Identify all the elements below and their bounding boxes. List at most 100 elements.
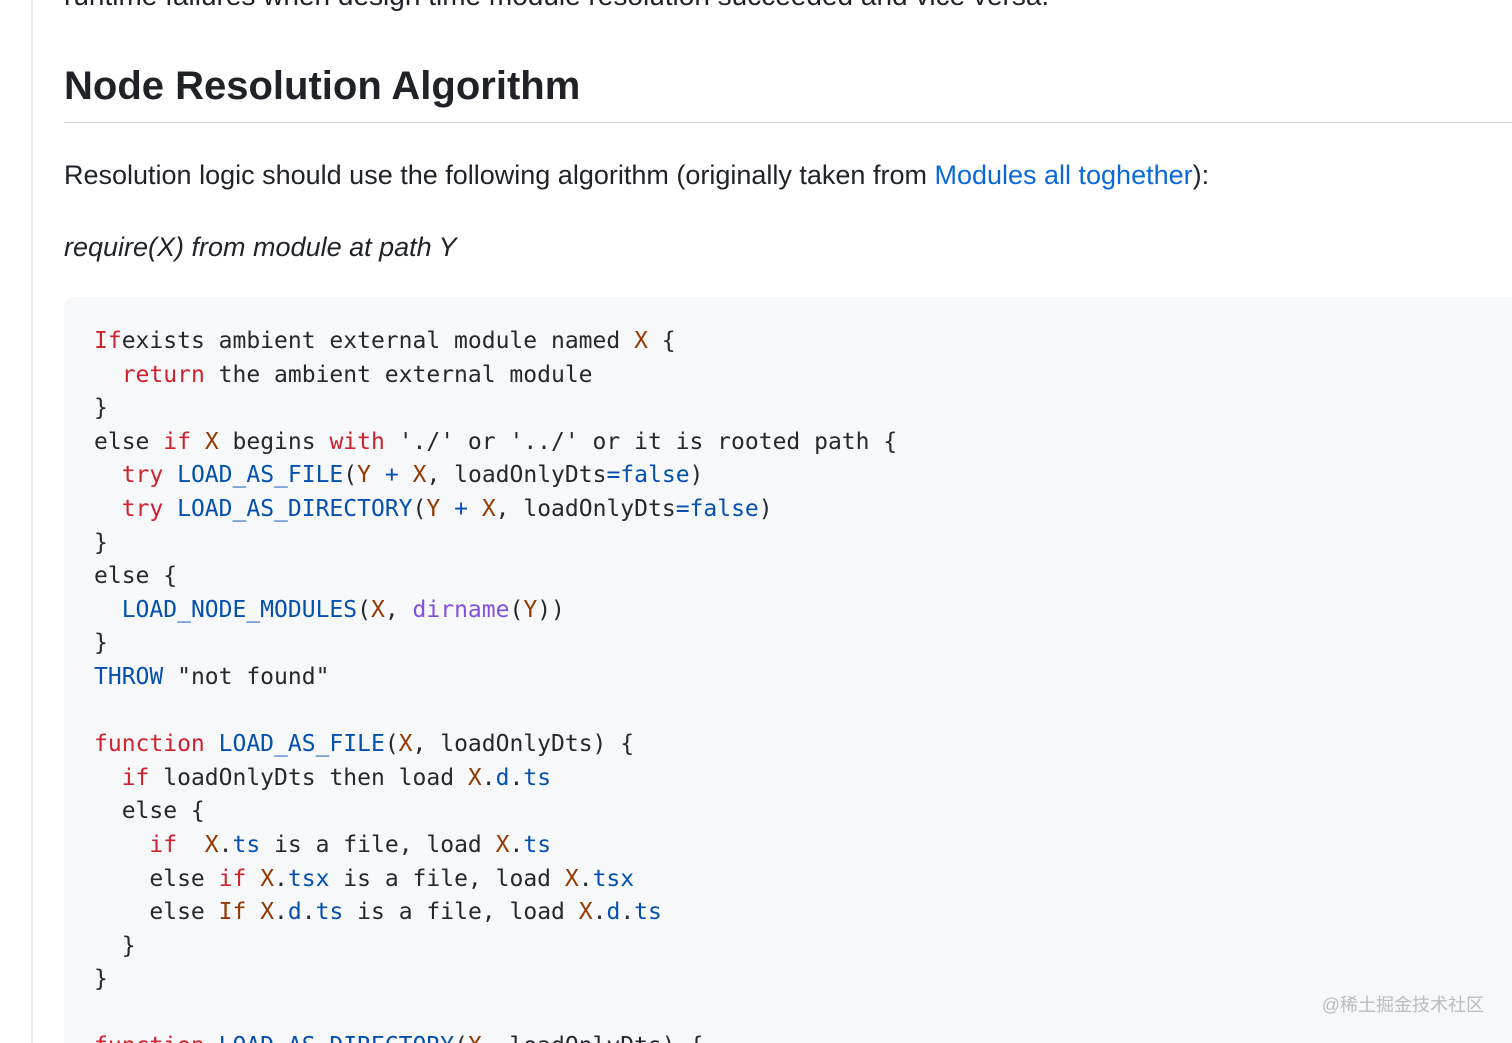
code-token: X	[412, 462, 427, 489]
code-token: function	[94, 731, 205, 758]
code-line: }	[94, 963, 897, 997]
code-line: if loadOnlyDts then load X.d.ts	[94, 762, 897, 796]
code-line: }	[94, 627, 897, 661]
code-token: .	[578, 865, 593, 892]
code-line: else if X.tsx is a file, load X.tsx	[94, 863, 897, 897]
code-token: )	[689, 462, 704, 489]
section-heading: Node Resolution Algorithm	[64, 64, 581, 108]
code-token: If	[218, 899, 247, 926]
code-token: =false	[606, 462, 690, 489]
code-token	[94, 362, 122, 388]
code-token: (	[454, 1033, 468, 1043]
code-token: X	[578, 899, 593, 926]
code-token: }	[94, 966, 108, 993]
code-token: else	[94, 428, 164, 455]
code-token	[163, 462, 177, 488]
code-line: function LOAD_AS_DIRECTORY(X, loadOnlyDt…	[94, 1030, 897, 1043]
modules-all-together-link[interactable]: Modules all toghether	[934, 160, 1193, 190]
code-token: begins	[218, 428, 330, 455]
code-line: else If X.d.ts is a file, load X.d.ts	[94, 896, 897, 930]
code-token: else	[94, 899, 219, 926]
code-content: Ifexists ambient external module named X…	[94, 325, 897, 1043]
code-token: else {	[94, 798, 205, 825]
code-token: X	[204, 428, 219, 455]
code-token: (	[384, 731, 399, 758]
code-token: Y	[523, 596, 538, 623]
code-line: try LOAD_AS_FILE(Y + X, loadOnlyDts=fals…	[94, 459, 897, 493]
code-line: ​	[94, 695, 897, 729]
code-token	[94, 462, 122, 488]
code-token: X	[634, 328, 648, 354]
code-token	[94, 496, 122, 522]
intro-text-after-link: ):	[1192, 160, 1210, 190]
code-token: if	[163, 428, 191, 455]
code-line: function LOAD_AS_FILE(X, loadOnlyDts) {	[94, 728, 897, 762]
code-token: }	[94, 932, 136, 959]
code-line: else {	[94, 560, 897, 594]
code-token: LOAD_AS_DIRECTORY	[177, 495, 413, 522]
intro-paragraph: Resolution logic should use the followin…	[64, 157, 1209, 193]
code-token: .	[274, 865, 288, 892]
code-token: ))	[537, 596, 565, 623]
code-token: +	[384, 462, 399, 489]
code-token	[371, 462, 385, 488]
code-token	[246, 866, 260, 892]
code-token: , loadOnlyDts	[426, 462, 607, 489]
code-token: .	[509, 831, 524, 858]
code-token: X	[564, 865, 579, 892]
code-token: }	[94, 395, 108, 422]
code-token: .	[481, 764, 496, 791]
code-token: X	[481, 495, 496, 522]
code-token: is a file, load	[260, 831, 496, 858]
code-token: function	[94, 1033, 205, 1043]
intro-text-before-link: Resolution logic should use the followin…	[64, 160, 935, 190]
code-token: LOAD_AS_DIRECTORY	[219, 1033, 454, 1043]
code-token: X	[495, 831, 510, 858]
code-token: (	[509, 596, 524, 623]
code-token: LOAD_AS_FILE	[218, 731, 385, 758]
code-token: else {	[94, 563, 178, 590]
code-token: ts	[523, 764, 552, 791]
code-token: .	[301, 899, 316, 926]
code-token: ts	[315, 899, 344, 926]
code-token: tsx	[592, 865, 635, 892]
code-token: with	[329, 428, 385, 455]
code-token: if	[218, 865, 247, 892]
code-token	[205, 731, 219, 757]
code-token: If	[94, 328, 122, 354]
code-token: './' or '../' or it is rooted path {	[384, 428, 898, 455]
code-token: LOAD_AS_FILE	[177, 462, 344, 489]
code-token: try	[121, 495, 164, 522]
code-token	[468, 496, 482, 522]
code-token: }	[94, 529, 108, 556]
code-token: d	[495, 764, 510, 791]
code-line: }	[94, 930, 897, 964]
code-line: if X.ts is a file, load X.ts	[94, 829, 897, 863]
code-token: try	[121, 462, 164, 489]
code-line: }	[94, 527, 897, 561]
code-token: the ambient external module	[204, 361, 593, 388]
code-line: else if X begins with './' or '../' or i…	[94, 426, 897, 460]
code-line: }	[94, 392, 897, 426]
code-line: LOAD_NODE_MODULES(X, dirname(Y))	[94, 594, 897, 628]
code-token: (	[357, 596, 371, 623]
code-token: "not found"	[163, 663, 330, 690]
code-token: exists ambient external module named	[121, 328, 635, 354]
code-token: X	[260, 865, 275, 892]
code-line: try LOAD_AS_DIRECTORY(Y + X, loadOnlyDts…	[94, 493, 897, 527]
code-token: (	[343, 462, 358, 489]
code-token	[163, 496, 177, 522]
code-token: d	[606, 899, 621, 926]
code-token: X	[260, 899, 275, 926]
code-token: , loadOnlyDts) {	[482, 1033, 704, 1043]
code-token: return	[121, 361, 205, 388]
code-token: X	[398, 731, 413, 758]
code-token: if	[121, 764, 150, 791]
code-token: loadOnlyDts then load	[149, 764, 468, 791]
code-token: +	[454, 495, 468, 522]
code-token	[94, 765, 122, 791]
code-token	[246, 899, 260, 925]
code-token	[177, 832, 205, 858]
code-token	[399, 462, 413, 488]
code-token: X	[204, 831, 219, 858]
